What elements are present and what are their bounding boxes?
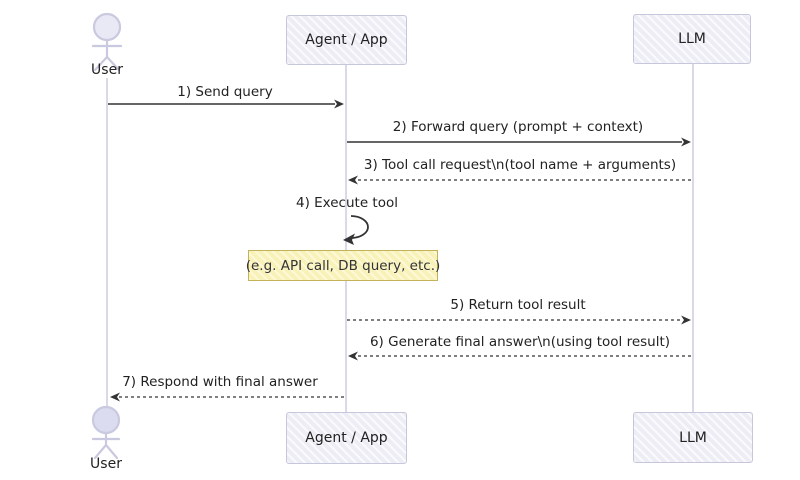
actor-head: [91, 405, 121, 435]
message-label-2: 2) Forward query (prompt + context): [392, 119, 644, 135]
message-label-1: 1) Send query: [177, 84, 273, 100]
message-label-3: 3) Tool call request\n(tool name + argum…: [363, 157, 677, 173]
participant-box-llm-bottom: LLM: [633, 412, 753, 463]
user-actor-icon-top: [91, 12, 123, 72]
actor-label-user-top: User: [91, 62, 123, 78]
participant-label-agent: Agent / App: [305, 430, 388, 446]
participant-label-agent: Agent / App: [305, 32, 388, 48]
message-label-7: 7) Respond with final answer: [122, 374, 318, 390]
message-label-5: 5) Return tool result: [450, 297, 586, 313]
arrowhead-right-icon: [334, 99, 344, 109]
actor-leg-left: [93, 55, 109, 72]
actor-head: [92, 12, 122, 42]
arrowhead-right-icon: [681, 137, 691, 147]
arrowhead-left-icon: [348, 175, 358, 185]
participant-box-agent-top: Agent / App: [286, 15, 407, 65]
participant-box-llm-top: LLM: [633, 14, 751, 64]
arrowhead-right-icon: [681, 315, 691, 325]
self-loop-arrow: [343, 215, 369, 245]
actor-leg-right: [105, 55, 121, 72]
message-label-6: 6) Generate final answer\n(using tool re…: [369, 334, 671, 350]
message-arrow-6: [348, 351, 691, 361]
user-actor-icon-bottom: [91, 405, 121, 460]
note-label: (e.g. API call, DB query, etc.): [245, 257, 441, 274]
message-arrow-7: [110, 392, 344, 402]
participant-box-agent-bottom: Agent / App: [286, 412, 407, 464]
message-arrow-2: [347, 137, 691, 147]
actor-leg-left: [93, 443, 108, 460]
participant-label-llm: LLM: [678, 31, 706, 47]
message-arrow-3: [348, 175, 691, 185]
actor-leg-right: [104, 443, 119, 460]
note-box: (e.g. API call, DB query, etc.): [245, 250, 441, 281]
participant-label-llm: LLM: [679, 429, 707, 446]
message-label-4: 4) Execute tool: [296, 195, 398, 211]
actor-label-user-bottom: User: [90, 456, 122, 472]
loop-arc: [350, 215, 369, 239]
message-arrow-1: [108, 99, 344, 109]
message-arrow-5: [347, 315, 691, 325]
arrowhead-left-icon: [348, 351, 358, 361]
arrowhead-left-icon: [110, 392, 120, 402]
arrowhead-left-icon: [343, 233, 355, 245]
